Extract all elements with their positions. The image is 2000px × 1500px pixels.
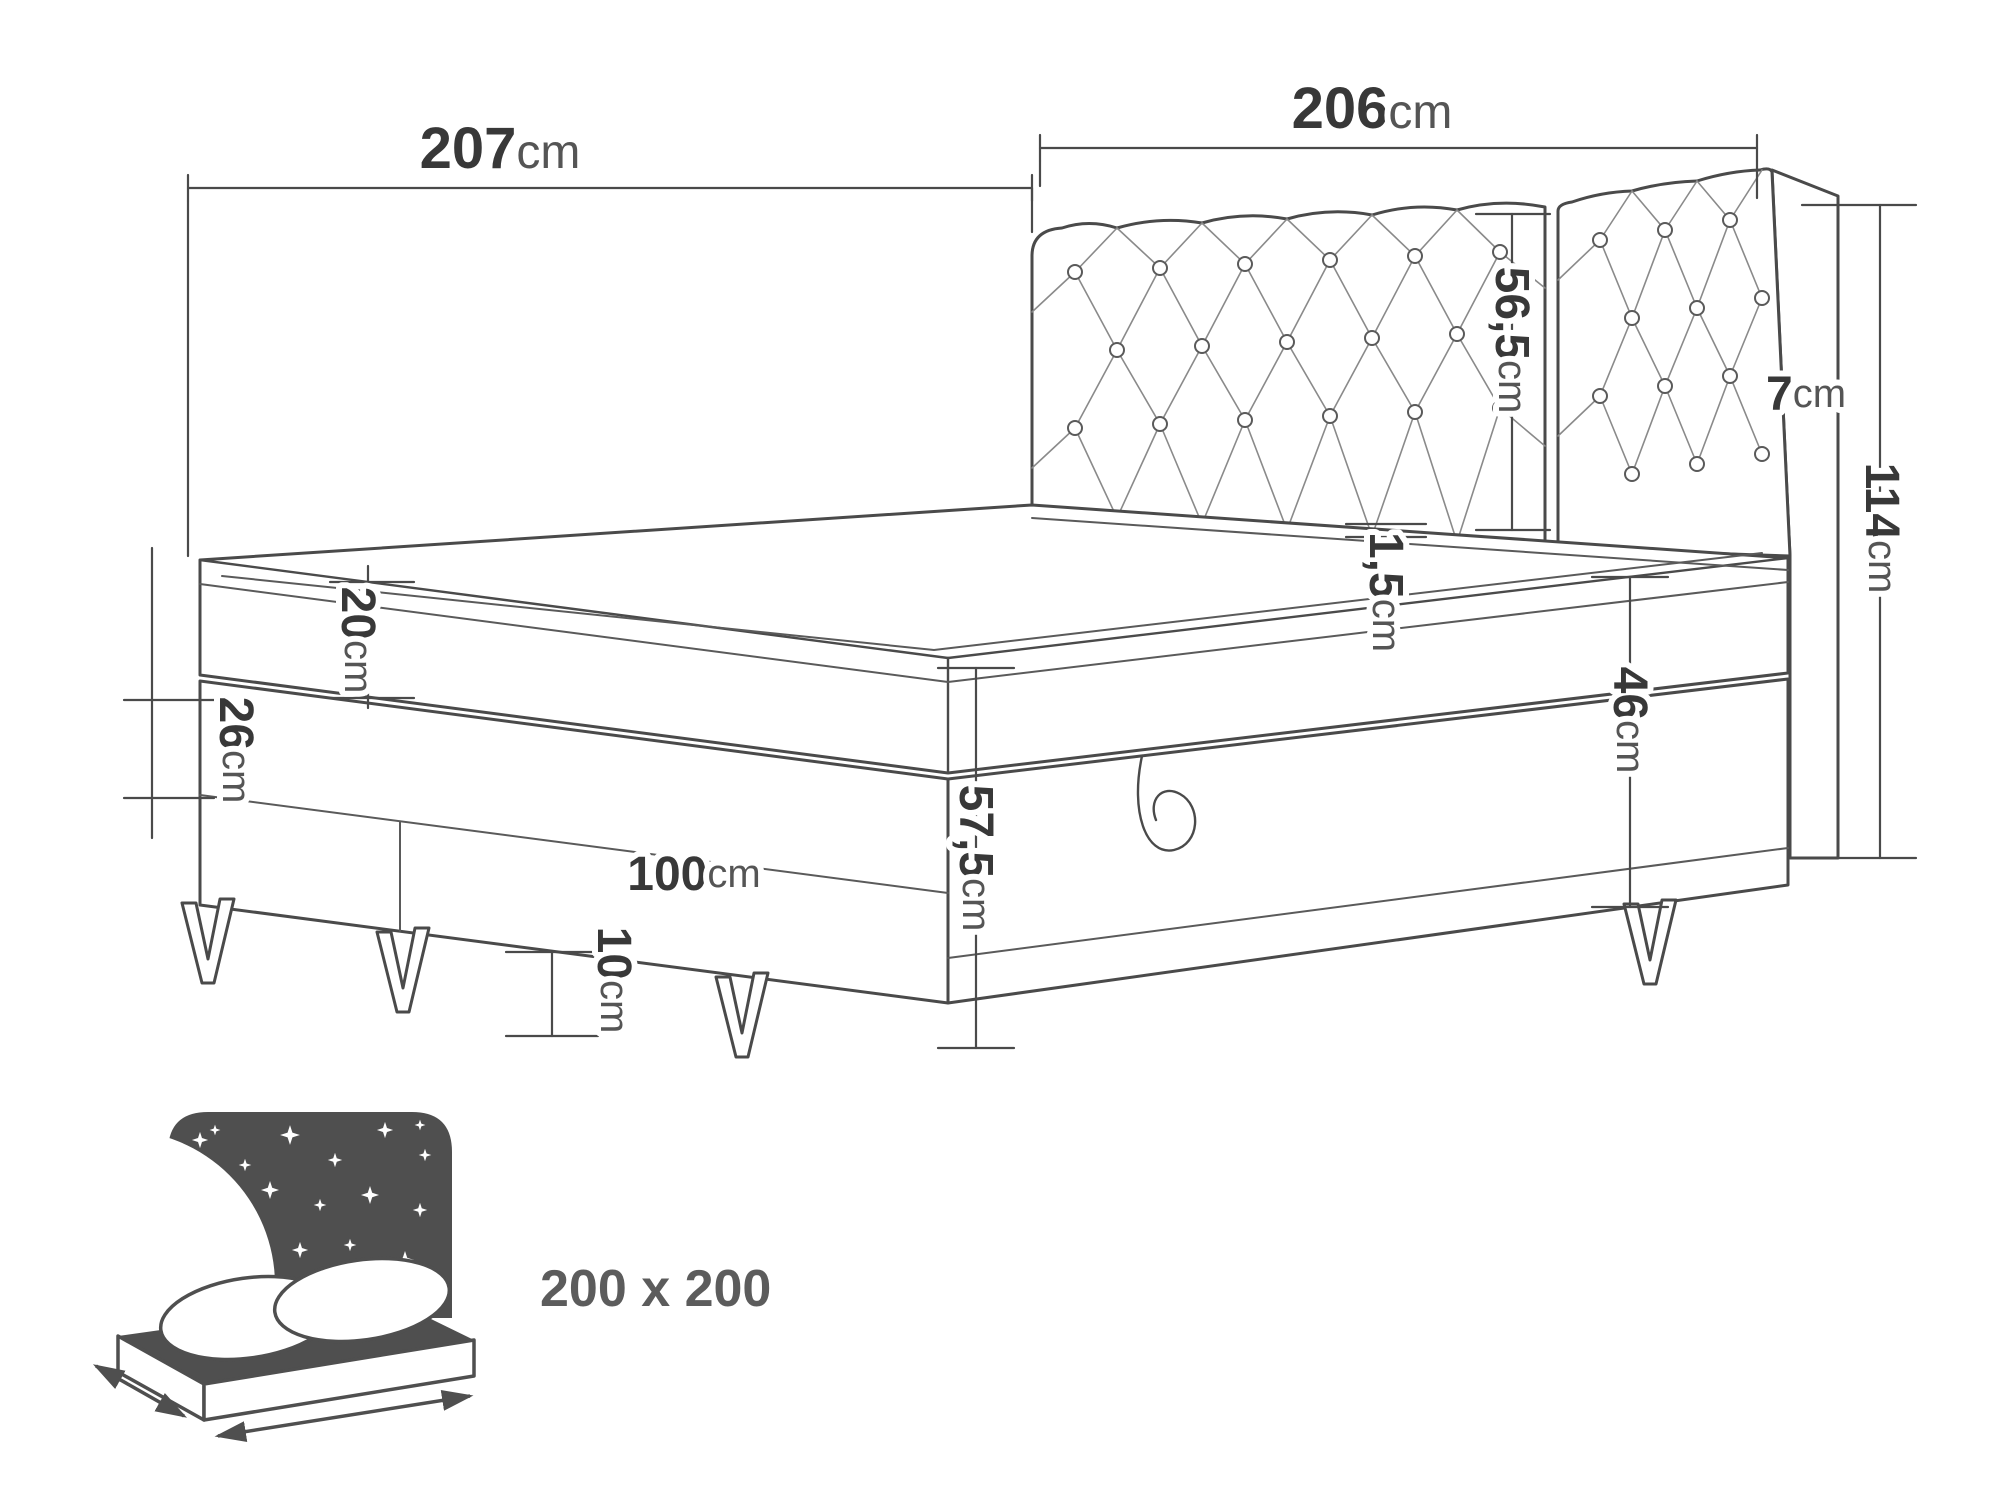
dim-front-height-575: 57,5cm <box>936 666 1016 1050</box>
dim-width-207-label: 207cm <box>420 116 581 181</box>
dimensions: 207cm 206cm 114cm 56,5cm 7cm <box>122 70 1918 1050</box>
dim-mattress-height-label: 20cm <box>332 587 385 694</box>
dim-topper-15: 1,5cm <box>1344 522 1428 658</box>
mattress-body <box>198 503 1790 775</box>
pictogram-pillow <box>272 1256 452 1344</box>
dim-headboard-height-label: 56,5cm <box>1486 267 1539 414</box>
dim-front-height-575-label: 57,5cm <box>950 785 1003 932</box>
bed-leg <box>180 897 236 985</box>
dim-topper-15-label: 1,5cm <box>1360 532 1413 652</box>
dim-headboard-thickness-label: 7cm <box>1766 368 1846 421</box>
pictogram-arrow-length <box>214 1390 474 1442</box>
dim-leg-height-10-label: 10cm <box>588 927 641 1034</box>
pictogram-arrow-width <box>92 1364 188 1418</box>
size-pictogram: 200 x 200 <box>0 1112 771 1442</box>
dim-drawer-width-100: 100cm <box>621 842 766 907</box>
base-side-face <box>946 677 1790 1005</box>
headboard <box>1030 167 1840 860</box>
dim-depth-206: 206cm <box>1038 70 1759 200</box>
dim-frame-band-26-label: 26cm <box>210 697 263 804</box>
headboard-panel-left <box>1030 201 1547 550</box>
dim-total-height-114: 114cm <box>1800 203 1918 860</box>
size-label: 200 x 200 <box>540 1260 771 1318</box>
dim-frame-band-26: 26cm <box>122 546 269 840</box>
dim-depth-206-label: 206cm <box>1292 76 1453 141</box>
tufting-lattice-right <box>1557 169 1763 475</box>
dim-total-height-114-label: 114cm <box>1856 463 1909 594</box>
handle <box>1136 754 1197 852</box>
tufting-lattice-left <box>1031 209 1546 543</box>
bed-base <box>198 677 1790 1005</box>
dim-base-height-46-label: 46cm <box>1604 667 1657 774</box>
tufting-buttons <box>1067 212 1770 482</box>
dim-base-height-46: 46cm <box>1590 575 1670 909</box>
bed-leg <box>1622 898 1678 986</box>
dim-width-207: 207cm <box>186 110 1034 558</box>
dim-drawer-width-100-label: 100cm <box>627 848 760 901</box>
dim-mattress-height-20: 20cm <box>326 564 416 710</box>
mattress <box>198 503 1790 775</box>
dim-headboard-thickness-7: 7cm <box>1760 362 1852 427</box>
dim-leg-height-10: 10cm <box>504 921 647 1039</box>
dim-headboard-height-565: 56,5cm <box>1474 212 1552 532</box>
bed-leg <box>375 926 431 1014</box>
bed-leg <box>714 971 770 1059</box>
